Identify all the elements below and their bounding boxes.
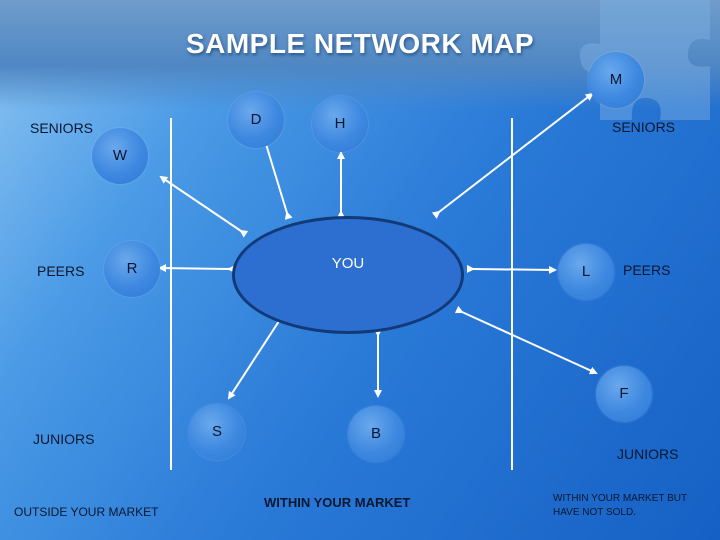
- center-node-you: YOU: [232, 216, 464, 334]
- arrow-you-s: [227, 307, 290, 400]
- node-l: L: [558, 244, 614, 300]
- node-s: S: [189, 404, 245, 460]
- caption-within-market: WITHIN YOUR MARKET: [264, 495, 411, 510]
- label-juniors-right: JUNIORS: [617, 446, 679, 462]
- arrow-you-f: [454, 305, 598, 375]
- arrow-you-r: [158, 264, 236, 274]
- label-peers-left: PEERS: [37, 263, 85, 279]
- arrow-you-m: [431, 92, 594, 219]
- node-m: M: [588, 52, 644, 108]
- label-seniors-left: SENIORS: [30, 120, 94, 136]
- node-d: D: [228, 92, 284, 148]
- arrow-you-w: [159, 175, 249, 238]
- node-r: R: [104, 241, 160, 297]
- page-title: SAMPLE NETWORK MAP: [185, 28, 535, 59]
- node-h: H: [312, 96, 368, 152]
- caption-outside-market: OUTSIDE YOUR MARKET: [14, 505, 159, 519]
- label-peers-right: PEERS: [623, 262, 671, 278]
- caption-not-sold: WITHIN YOUR MARKET BUT HAVE NOT SOLD.: [553, 493, 687, 518]
- arrow-you-l: [466, 264, 557, 274]
- node-b: B: [348, 406, 404, 462]
- node-f: F: [596, 366, 652, 422]
- center-node-label: YOU: [331, 255, 365, 272]
- node-w: W: [92, 128, 148, 184]
- label-juniors-left: JUNIORS: [33, 431, 95, 447]
- label-seniors-right: SENIORS: [612, 119, 676, 135]
